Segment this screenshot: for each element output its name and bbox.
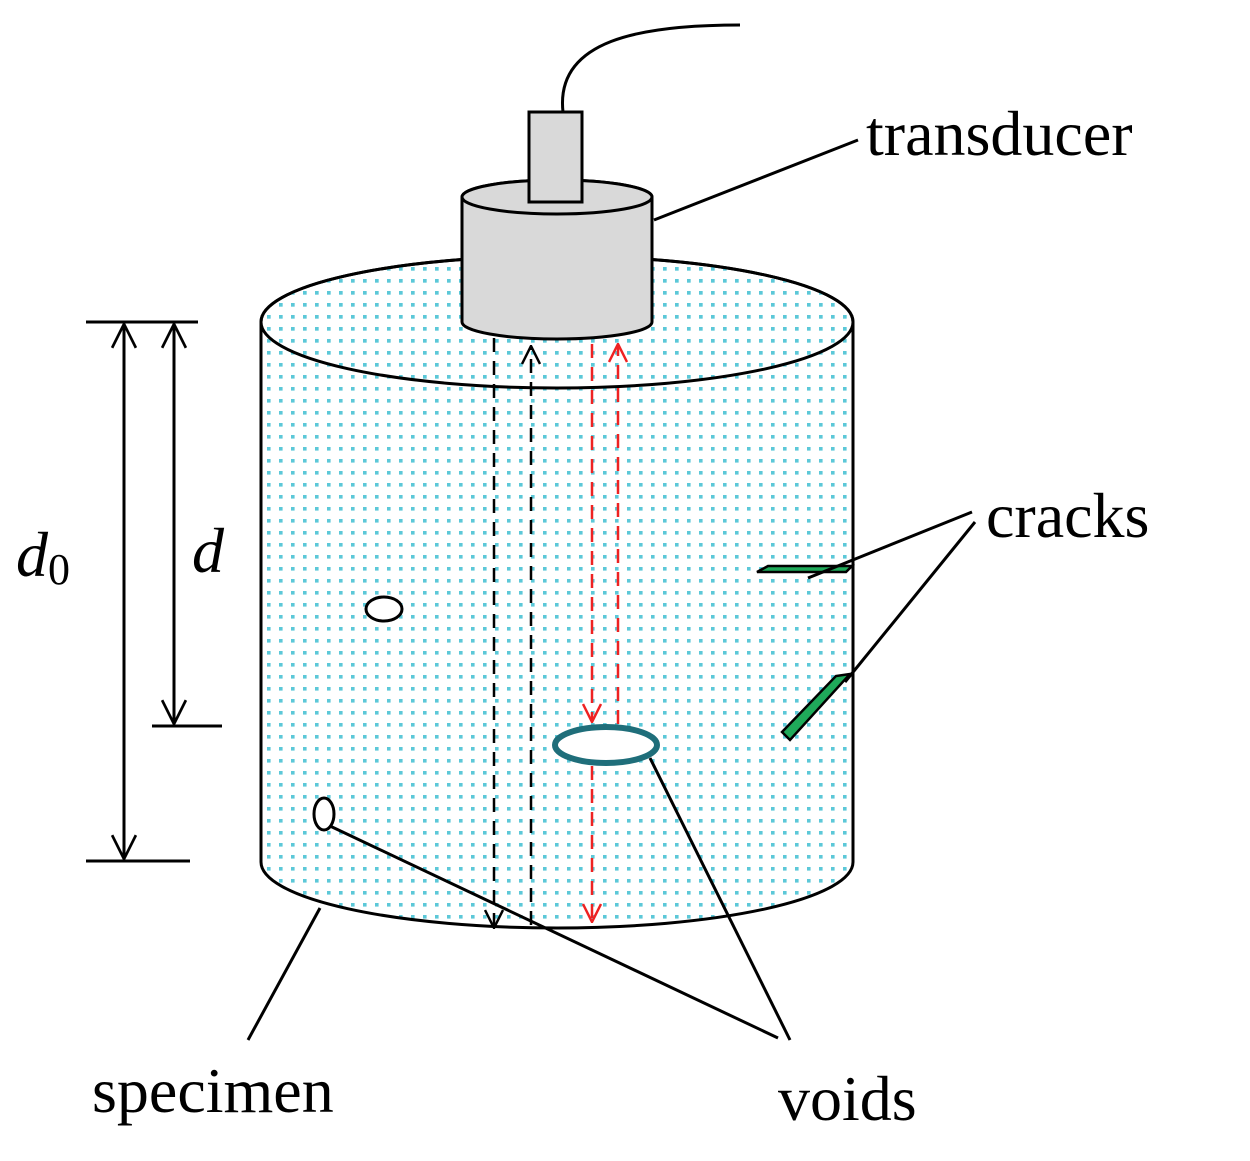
voids	[312, 595, 660, 832]
voids-leader-left	[329, 824, 779, 1040]
large-void	[552, 724, 660, 766]
d0-label: d0	[16, 519, 70, 594]
transducer-cable	[561, 23, 741, 113]
leader-lines	[246, 138, 977, 1041]
small-void-lower	[312, 796, 336, 832]
voids-label: voids	[778, 1063, 917, 1134]
cracks-label: cracks	[986, 480, 1149, 551]
transducer-connector	[527, 110, 584, 204]
transducer-leader	[653, 138, 859, 222]
transducer-label: transducer	[866, 98, 1133, 169]
d-label: d	[192, 515, 225, 586]
d0-symbol: d	[16, 519, 49, 590]
dimension-annotations	[86, 320, 222, 863]
specimen-label: specimen	[92, 1055, 334, 1126]
specimen-cylinder	[259, 254, 855, 930]
specimen-leader	[246, 907, 322, 1041]
small-void-upper	[364, 595, 404, 623]
d0-subscript: 0	[48, 545, 70, 594]
cracks-leader-upper	[807, 510, 973, 580]
cracks-leader-lower	[843, 521, 977, 683]
wave-paths	[494, 338, 618, 928]
voids-leader-right	[648, 757, 792, 1041]
transducer	[460, 23, 741, 341]
